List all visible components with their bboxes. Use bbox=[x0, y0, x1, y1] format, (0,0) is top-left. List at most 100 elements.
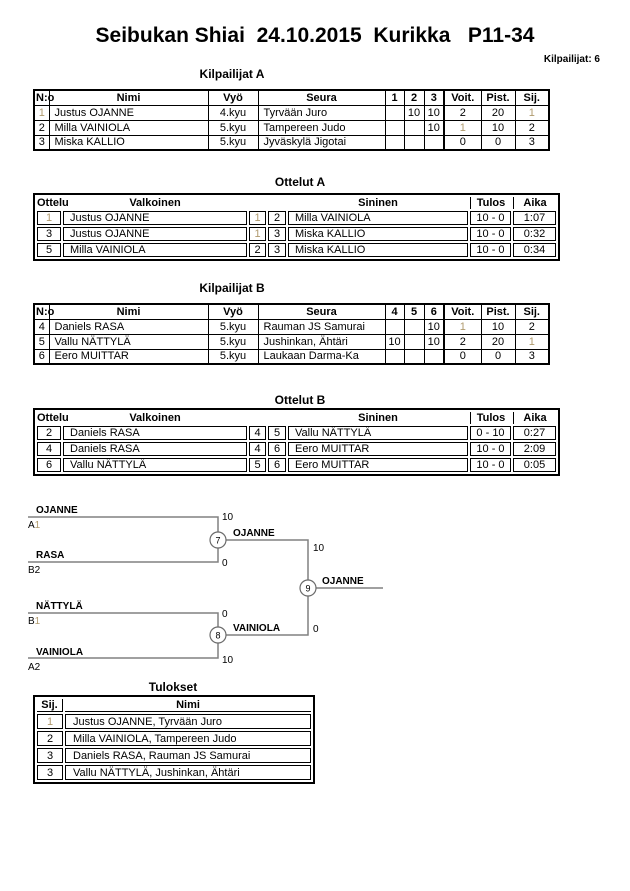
section-heading-pool-b: Kilpailijat B bbox=[199, 281, 265, 295]
table-cell: Vallu NÄTTYLÄ bbox=[288, 426, 468, 440]
col-header: Seura bbox=[257, 89, 386, 106]
col-header: 6 bbox=[423, 303, 445, 320]
bracket-match9-number: 9 bbox=[305, 584, 310, 594]
table-cell: 10 - 0 bbox=[470, 227, 511, 241]
col-header: Tulos bbox=[470, 197, 511, 209]
col-header: Sij. bbox=[37, 699, 63, 712]
bracket-sf2-top-name: NÄTTYLÄ bbox=[36, 599, 83, 612]
bracket-sf1-bottom-seed: B2 bbox=[28, 565, 41, 576]
col-header: Ottelu bbox=[37, 197, 69, 209]
pool-b-header-row: N:o Nimi Vyö Seura 4 5 6 Voit. Pist. Sij… bbox=[33, 303, 550, 320]
table-cell: Justus OJANNE bbox=[48, 104, 209, 121]
table-cell bbox=[403, 119, 425, 136]
matches-b-header-row: Ottelu Valkoinen Sininen Tulos Aika bbox=[37, 412, 556, 424]
table-cell: 5 bbox=[37, 243, 61, 257]
table-cell: 1 bbox=[37, 714, 63, 729]
table-cell: 4 bbox=[249, 426, 266, 440]
table-cell bbox=[384, 318, 405, 335]
table-cell: 6 bbox=[268, 458, 286, 472]
bracket-match7-number: 7 bbox=[215, 536, 220, 546]
table-cell: Justus OJANNE bbox=[63, 227, 247, 241]
table-cell: 0:34 bbox=[513, 243, 556, 257]
table-cell: Milla VAINIOLA, Tampereen Judo bbox=[65, 731, 311, 746]
col-header: Vyö bbox=[207, 303, 259, 320]
table-cell: 1 bbox=[37, 211, 61, 225]
bracket-sf2-winner-line bbox=[218, 588, 309, 636]
table-cell: 2 bbox=[514, 119, 550, 136]
table-cell: Justus OJANNE bbox=[63, 211, 247, 225]
table-cell: Laukaan Darma-Ka bbox=[257, 348, 386, 365]
table-cell: 0:05 bbox=[513, 458, 556, 472]
table-cell: 6 bbox=[37, 458, 61, 472]
table-cell bbox=[384, 119, 405, 136]
bracket-sf2-bottom-score: 10 bbox=[222, 655, 234, 666]
table-cell: Rauman JS Samurai bbox=[257, 318, 386, 335]
results-header-row: Sij. Nimi bbox=[37, 699, 311, 712]
table-cell: 2 bbox=[37, 426, 61, 440]
table-cell: 4 bbox=[249, 442, 266, 456]
bracket-sf1-top-name: OJANNE bbox=[36, 505, 78, 516]
table-cell: 2 bbox=[249, 243, 266, 257]
col-header bbox=[249, 412, 266, 424]
page-title: Seibukan Shiai 24.10.2015 Kurikka P11-34 bbox=[95, 24, 535, 47]
bracket-sf1-winner-line bbox=[218, 539, 309, 588]
table-cell: 10 bbox=[423, 104, 445, 121]
col-header: Voit. bbox=[443, 303, 482, 320]
table-cell: Jyväskylä Jigotai bbox=[257, 134, 386, 151]
col-header: Ottelu bbox=[37, 412, 69, 424]
table-cell: 3 bbox=[514, 134, 550, 151]
table-cell: 10 bbox=[384, 333, 405, 350]
table-cell: Milla VAINIOLA bbox=[288, 211, 468, 225]
col-header: 2 bbox=[403, 89, 425, 106]
table-cell: Tampereen Judo bbox=[257, 119, 386, 136]
bracket-sf1-bottom-score: 0 bbox=[222, 558, 228, 569]
col-header: Sij. bbox=[514, 303, 550, 320]
table-cell bbox=[384, 348, 405, 365]
bracket-sf2-winner-score: 0 bbox=[313, 624, 319, 635]
col-header: Aika bbox=[513, 197, 556, 209]
table-cell: 4.kyu bbox=[207, 104, 259, 121]
col-header: N:o bbox=[33, 89, 55, 106]
table-cell: 2 bbox=[268, 211, 286, 225]
table-cell: 0 bbox=[443, 348, 482, 365]
bracket-sf2-winner-name: VAINIOLA bbox=[233, 623, 280, 634]
table-cell: 5 bbox=[33, 333, 50, 350]
table-cell: Tyrvään Juro bbox=[257, 104, 386, 121]
table-cell: 10 bbox=[403, 104, 425, 121]
bracket-sf1-top-score: 10 bbox=[222, 512, 234, 523]
col-header bbox=[268, 412, 286, 424]
table-cell: 1 bbox=[514, 104, 550, 121]
bracket-sf1-bottom-name: RASA bbox=[36, 550, 64, 561]
col-header: Sininen bbox=[358, 412, 398, 424]
table-cell: 2 bbox=[443, 104, 482, 121]
table-cell: 1 bbox=[249, 227, 266, 241]
pool-a-header-row: N:o Nimi Vyö Seura 1 2 3 Voit. Pist. Sij… bbox=[33, 89, 550, 106]
table-cell: 5.kyu bbox=[207, 348, 259, 365]
table-cell: Eero MUITTAR bbox=[288, 458, 468, 472]
table-cell: 1:07 bbox=[513, 211, 556, 225]
col-header bbox=[268, 197, 286, 209]
table-cell bbox=[403, 318, 425, 335]
table-cell: 0 bbox=[480, 348, 516, 365]
table-cell: 6 bbox=[268, 442, 286, 456]
table-cell: 10 bbox=[423, 318, 445, 335]
col-header: Valkoinen bbox=[129, 412, 181, 424]
section-heading-matches-a: Ottelut A bbox=[274, 175, 326, 189]
table-cell: Milla VAINIOLA bbox=[48, 119, 209, 136]
table-cell: 6 bbox=[33, 348, 50, 365]
table-cell bbox=[403, 333, 425, 350]
table-cell: 3 bbox=[268, 243, 286, 257]
table-cell: 1 bbox=[33, 104, 50, 121]
table-cell: 0 - 10 bbox=[470, 426, 511, 440]
